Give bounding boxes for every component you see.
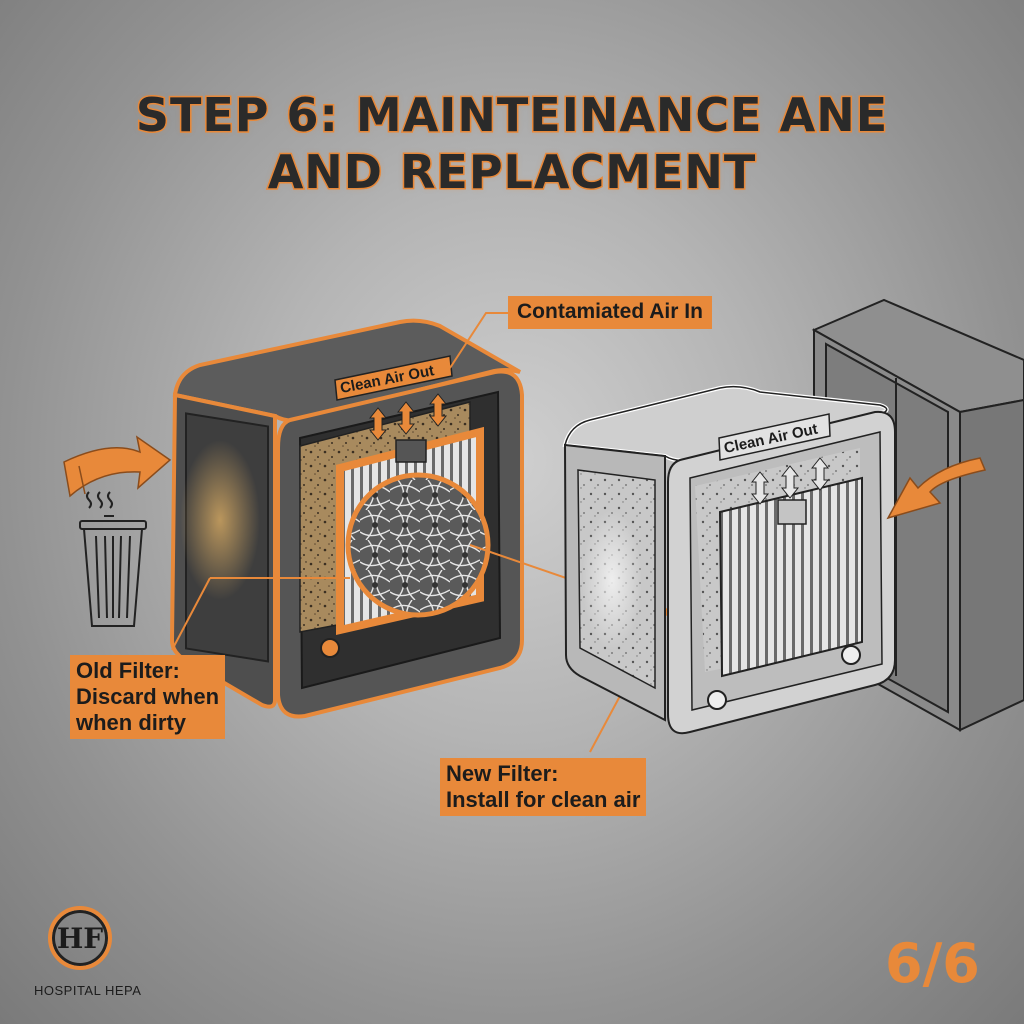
old-filter-title: Old Filter: (76, 658, 180, 683)
old-filter-callout: Old Filter: Discard when when dirty (70, 655, 226, 739)
trash-can-icon (79, 491, 147, 627)
logo-text: HOSPITAL HEPA (34, 983, 142, 998)
new-filter-title: New Filter: (446, 761, 559, 786)
hospital-hepa-logo: HF (48, 906, 112, 970)
contaminated-air-in-label: Contamiated Air In (508, 296, 712, 329)
page-title-line-1: STEP 6: MAINTEINANCE ANE (134, 87, 889, 144)
curved-arrow-right-icon (63, 435, 172, 498)
page-indicator: 6/6 (885, 932, 980, 995)
curved-arrow-left-icon (886, 457, 987, 520)
old-filter-desc-2: when dirty (76, 709, 187, 735)
logo-monogram: HF (56, 921, 104, 955)
old-filter-unit (169, 318, 524, 719)
old-filter-desc-1: Discard when (76, 683, 220, 709)
new-filter-unit (562, 384, 896, 735)
new-filter-desc: Install for clean air (446, 786, 641, 812)
page-title-line-2: AND REPLACMENT (266, 144, 757, 201)
new-filter-callout: New Filter: Install for clean air (440, 758, 647, 816)
